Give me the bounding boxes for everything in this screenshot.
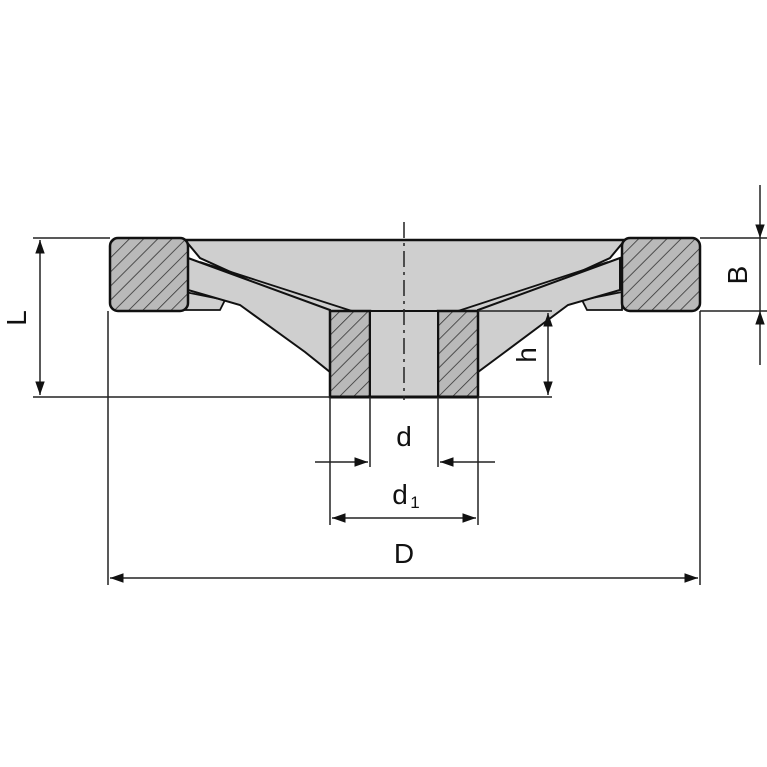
- dim-d1-label-base: d: [392, 479, 408, 510]
- dim-h-label: h: [511, 347, 542, 363]
- dim-d1-label: d 1: [392, 479, 420, 512]
- spoke-left-edge: [199, 261, 356, 313]
- dimension-lines: [35, 185, 765, 583]
- extension-lines: [33, 237, 767, 585]
- dim-L-label: L: [1, 310, 32, 326]
- wheel-body: [182, 238, 628, 375]
- dim-B-label: B: [722, 266, 753, 285]
- dim-d-label: d: [396, 421, 412, 452]
- rim-section-left: [108, 236, 190, 313]
- rim-section-right: [620, 236, 702, 313]
- hub-section-right: [436, 309, 480, 399]
- dim-d1-label-subscript: 1: [410, 493, 419, 512]
- spoke-right-edge: [454, 261, 609, 313]
- dim-D-label: D: [394, 538, 414, 569]
- hub-section-left: [328, 309, 372, 399]
